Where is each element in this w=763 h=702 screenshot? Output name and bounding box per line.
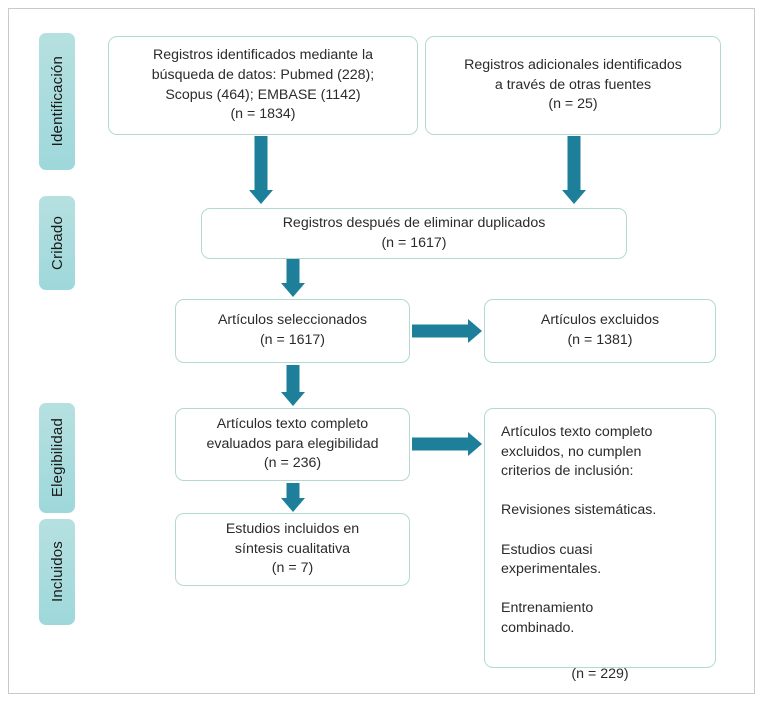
arrow-shaft <box>567 136 581 190</box>
arrow-head <box>562 190 586 204</box>
arrow-db-to-dedup <box>248 136 274 204</box>
arrow-shaft <box>286 365 300 392</box>
box-text: Artículos excluidos (n = 1381) <box>540 312 660 348</box>
arrow-fulltext-to-excluded <box>412 431 482 457</box>
box-text: Registros adicionales identificados a tr… <box>464 57 682 113</box>
box-records-after-duplicates: Registros después de eliminar duplicados… <box>201 208 627 259</box>
box-text: Registros identificados mediante la búsq… <box>151 47 375 123</box>
box-records-other-sources: Registros adicionales identificados a tr… <box>425 36 721 135</box>
arrow-head <box>468 432 482 456</box>
box-records-excluded: Artículos excluidos (n = 1381) <box>484 299 716 363</box>
stage-tab-label: Identificación <box>48 56 66 147</box>
box-records-screened: Artículos seleccionados (n = 1617) <box>175 299 410 363</box>
arrow-dedup-to-screened <box>280 259 306 297</box>
box-text: Registros después de eliminar duplicados… <box>282 214 546 251</box>
box-text: Artículos texto completo evaluados para … <box>206 416 379 472</box>
stage-tab-label: Cribado <box>48 216 66 270</box>
arrow-screened-to-fulltext <box>280 365 306 406</box>
arrow-shaft <box>286 259 300 283</box>
box-fulltext-assessed: Artículos texto completo evaluados para … <box>175 408 410 481</box>
arrow-shaft <box>412 324 470 338</box>
arrow-head <box>281 392 305 406</box>
arrow-shaft <box>286 483 300 498</box>
arrow-shaft <box>254 136 268 190</box>
box-fulltext-excluded: Artículos texto completo excluidos, no c… <box>484 408 716 682</box>
box-footer-count: (n = 229) <box>571 665 629 682</box>
stage-tab-label: Incluidos <box>48 541 66 603</box>
arrow-other-to-dedup <box>561 136 587 204</box>
arrow-shaft <box>412 437 470 451</box>
stage-tab-label: Elegibilidad <box>48 418 66 498</box>
stage-tab-elegibilidad: Elegibilidad <box>39 403 75 513</box>
stage-tab-incluidos: Incluidos <box>39 519 75 625</box>
arrow-head <box>468 319 482 343</box>
stage-tab-cribado: Cribado <box>39 196 75 290</box>
box-text: Artículos texto completo excluidos, no c… <box>501 424 657 636</box>
arrow-head <box>249 190 273 204</box>
box-studies-included: Estudios incluidos en síntesis cualitati… <box>175 513 410 586</box>
box-text: Artículos seleccionados (n = 1617) <box>217 312 368 348</box>
arrow-screened-to-excluded <box>412 318 482 344</box>
arrow-head <box>281 498 305 512</box>
arrow-head <box>281 283 305 297</box>
stage-tab-identificacion: Identificación <box>39 33 75 170</box>
box-records-database: Registros identificados mediante la búsq… <box>108 36 418 135</box>
box-text: Estudios incluidos en síntesis cualitati… <box>225 521 360 577</box>
arrow-fulltext-to-included <box>280 483 306 512</box>
